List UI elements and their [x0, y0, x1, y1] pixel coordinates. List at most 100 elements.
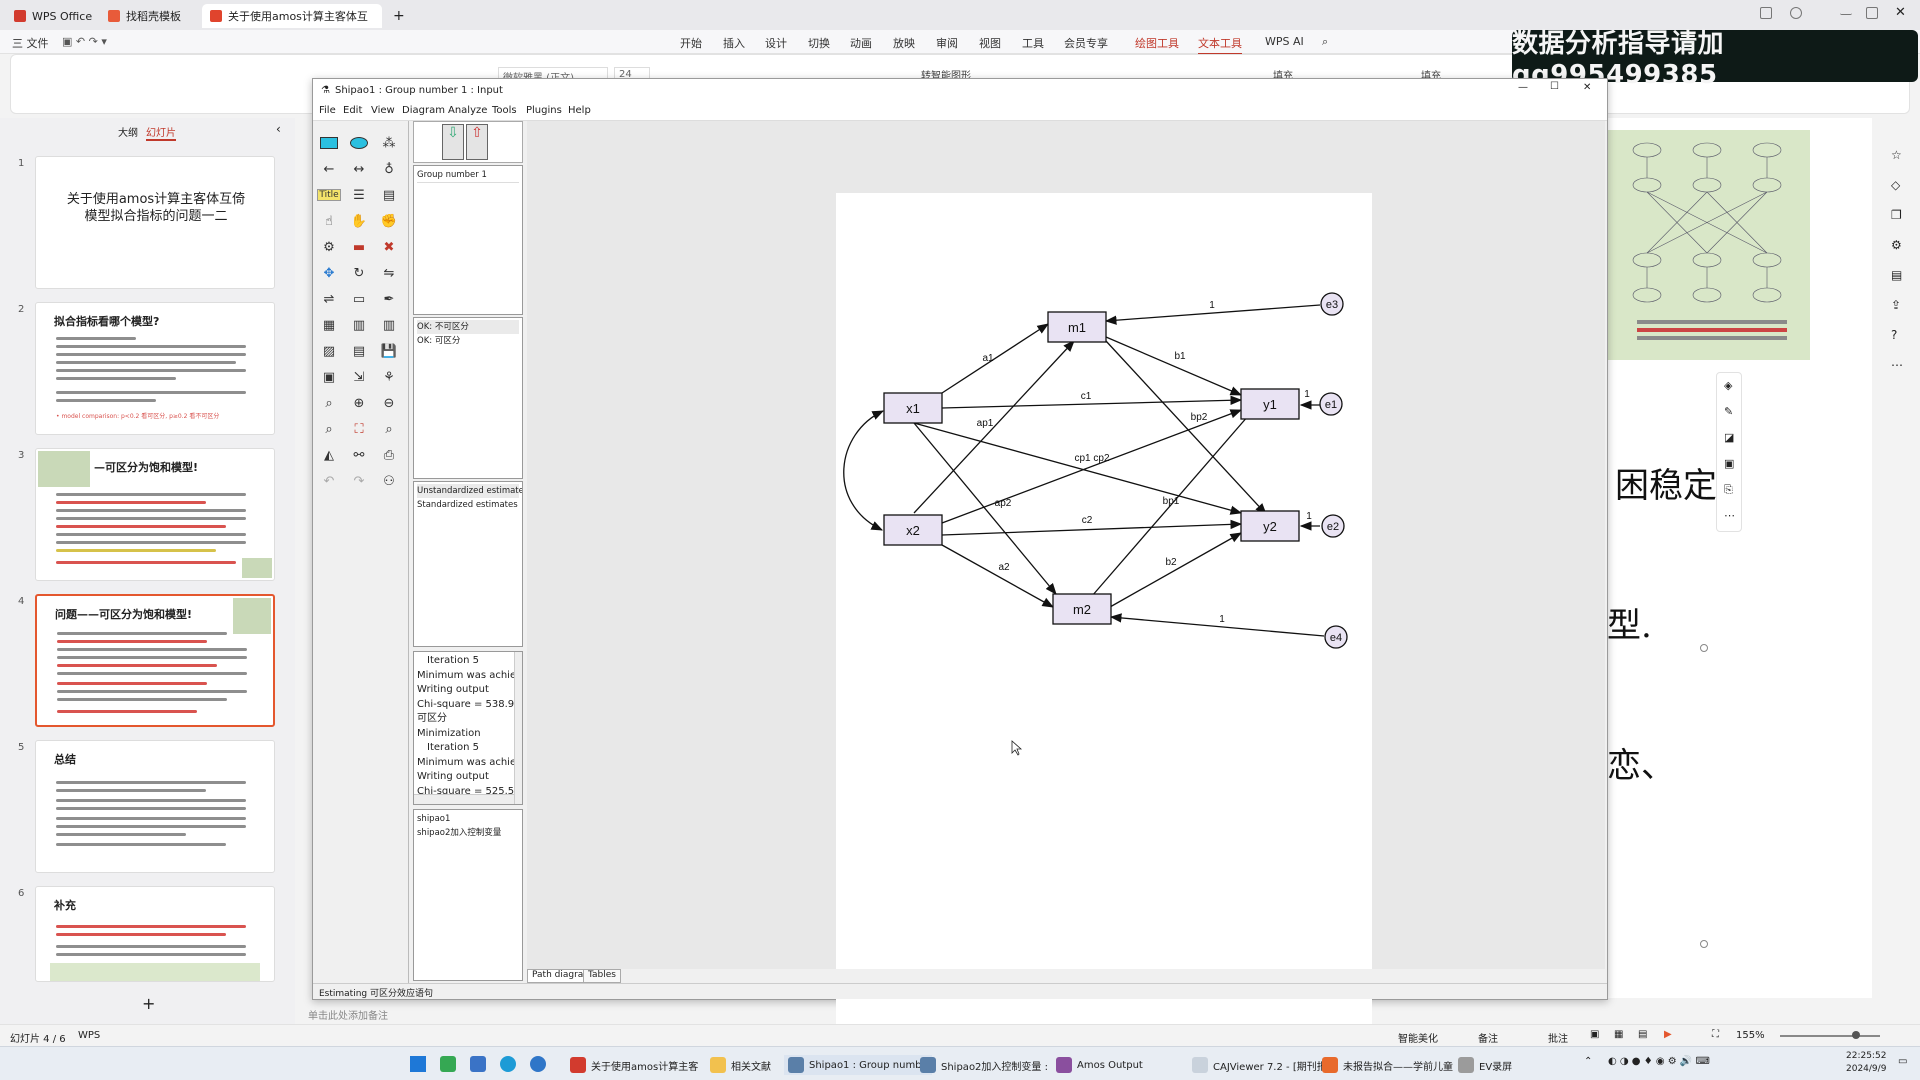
menu-transition[interactable]: 切换 [808, 37, 830, 50]
deselect-icon[interactable]: ✊ [380, 213, 398, 229]
menu-file[interactable]: File [319, 105, 336, 116]
erase-icon[interactable]: ✖ [383, 239, 395, 255]
copy-clipboard-icon[interactable]: ▨ [322, 343, 336, 359]
menu-file[interactable]: 三 文件 [12, 37, 49, 50]
play-icon[interactable]: ▶ [1664, 1029, 1672, 1040]
menu-text-tools[interactable]: 文本工具 [1198, 37, 1242, 55]
book-icon[interactable]: ▤ [1891, 268, 1903, 282]
view-output-icon[interactable]: ⇧ [466, 124, 488, 160]
slide-text-fragment[interactable]: 恋、 [1607, 746, 1675, 786]
multiple-group-icon[interactable]: ⚯ [353, 447, 365, 463]
model-item[interactable]: OK: 可区分 [417, 336, 461, 346]
menu-plugins[interactable]: Plugins [526, 105, 562, 116]
fit-window-icon[interactable]: ⛶ [1712, 1029, 1719, 1040]
taskbar-app[interactable]: EV录屏 [1458, 1055, 1512, 1075]
fit-page-icon[interactable]: ⛶ [354, 421, 364, 437]
tab-slides[interactable]: 幻灯片 [146, 124, 176, 141]
minimize-icon[interactable] [1840, 7, 1852, 15]
taskbar-app[interactable]: 相关文献 [710, 1055, 771, 1075]
draw-path-icon[interactable]: ← [323, 161, 335, 177]
settings-icon[interactable]: ⚙ [1891, 238, 1902, 252]
view-text-icon[interactable]: ▤ [352, 343, 366, 359]
quick-access-icons[interactable]: ▣ ↶ ↷ ▾ [62, 35, 107, 48]
slide-text-fragment[interactable]: 型. [1607, 606, 1652, 646]
fill-button[interactable]: 填充 [1273, 71, 1293, 82]
draw-covariance-icon[interactable]: ↔ [353, 161, 365, 177]
app-icon[interactable] [440, 1056, 456, 1072]
browser-icon[interactable] [530, 1056, 546, 1072]
analysis-properties-icon[interactable]: ▥ [352, 317, 366, 333]
file-item[interactable]: shipao1 [417, 814, 451, 824]
redo-icon[interactable]: ↷ [353, 473, 365, 489]
zoom-slider-thumb[interactable] [1852, 1031, 1860, 1039]
share-icon[interactable]: ⇪ [1891, 298, 1902, 312]
duplicate-icon[interactable]: ⚙ [323, 239, 335, 255]
estimate-option[interactable]: Unstandardized estimates [417, 484, 523, 498]
tray-icons[interactable]: ◐ ◑ ● ♦ ◉ ⚙ 🔊 ⌨ [1608, 1056, 1710, 1067]
undo-icon[interactable]: ↶ [323, 473, 335, 489]
taskbar-app[interactable]: 未报告拟合——学前儿童 [1322, 1055, 1453, 1075]
zoom-level[interactable]: 155% [1736, 1030, 1765, 1041]
notes-placeholder[interactable]: 单击此处添加备注 [308, 1011, 388, 1022]
menu-review[interactable]: 审阅 [936, 37, 958, 50]
tab-templates[interactable]: 找稻壳模板 [100, 4, 200, 28]
view-sorter-icon[interactable]: ▦ [1614, 1029, 1624, 1040]
star-icon[interactable]: ☆ [1891, 148, 1902, 162]
zoom-page-icon[interactable]: ⌕ [325, 421, 333, 437]
group-item[interactable]: Group number 1 [417, 168, 519, 183]
view-input-icon[interactable]: ⇩ [442, 124, 464, 160]
select-data-icon[interactable]: ▦ [322, 317, 336, 333]
menu-home[interactable]: 开始 [680, 37, 702, 50]
wps-brand[interactable]: WPS [78, 1030, 101, 1041]
draw-unobserved-icon[interactable] [347, 133, 371, 153]
title-icon[interactable]: Title [317, 189, 341, 201]
smart-shape-button[interactable]: 转智能图形 [921, 71, 971, 82]
selection-handle[interactable] [1700, 644, 1708, 652]
drag-properties-icon[interactable]: ⇲ [353, 369, 365, 385]
taskbar-app[interactable]: Shipao2加入控制变量 : [920, 1055, 1048, 1075]
collapse-icon[interactable]: ‹ [276, 122, 281, 136]
list-data-variables-icon[interactable]: ▤ [382, 187, 396, 203]
reflect-icon[interactable]: ⇋ [383, 265, 395, 281]
edge-icon[interactable] [500, 1056, 516, 1072]
menu-insert[interactable]: 插入 [723, 37, 745, 50]
move-icon[interactable]: ▬ [352, 239, 366, 255]
bayesian-icon[interactable]: ◭ [324, 447, 334, 463]
notes-button[interactable]: 备注 [1478, 1034, 1498, 1045]
avatar[interactable] [1790, 7, 1802, 19]
window-layout-icon[interactable] [1760, 7, 1772, 19]
rotate-icon[interactable]: ↻ [353, 265, 365, 281]
menu-slideshow[interactable]: 放映 [893, 37, 915, 50]
taskbar-app[interactable]: Shipao1 : Group numbe [784, 1055, 932, 1075]
view-normal-icon[interactable]: ▣ [1590, 1029, 1600, 1040]
select-one-icon[interactable]: ☝ [325, 213, 333, 229]
view-reading-icon[interactable]: ▤ [1638, 1029, 1648, 1040]
horizontal-scrollbar[interactable] [414, 794, 522, 804]
slide-thumb-5[interactable]: 总结 [35, 740, 275, 873]
shape-icon[interactable]: ◇ [1891, 178, 1901, 192]
menu-view[interactable]: View [371, 105, 395, 116]
menu-wps-ai[interactable]: WPS AI [1265, 35, 1304, 48]
smart-beautify-button[interactable]: 智能美化 [1398, 1034, 1438, 1045]
zoom-in-icon[interactable]: ⊕ [353, 395, 365, 411]
menu-analyze[interactable]: Analyze [448, 105, 488, 116]
menu-animation[interactable]: 动画 [850, 37, 872, 50]
selection-handle[interactable] [1700, 940, 1708, 948]
menu-design[interactable]: 设计 [765, 37, 787, 50]
maximize-icon[interactable]: ☐ [1550, 81, 1559, 92]
slide-thumb-4[interactable]: 问题——可区分为饱和模型! [35, 594, 275, 727]
menu-tools[interactable]: Tools [492, 105, 517, 116]
tab-tables[interactable]: Tables [583, 969, 621, 983]
touch-up-icon[interactable]: ✒ [383, 291, 395, 307]
shape-change-icon[interactable]: ✥ [323, 265, 335, 281]
taskbar-app[interactable]: 关于使用amos计算主客 [570, 1055, 698, 1075]
loupe-icon[interactable]: ⌕ [385, 421, 393, 437]
tab-outline[interactable]: 大纲 [118, 128, 138, 139]
menu-help[interactable]: Help [568, 105, 591, 116]
zoom-out-icon[interactable]: ⊖ [383, 395, 395, 411]
vertical-scrollbar[interactable] [514, 652, 522, 804]
scroll-icon[interactable]: ▭ [352, 291, 366, 307]
calculate-estimates-icon[interactable]: ▥ [382, 317, 396, 333]
print-icon[interactable]: ⎙ [383, 447, 395, 463]
maximize-icon[interactable] [1866, 7, 1878, 19]
